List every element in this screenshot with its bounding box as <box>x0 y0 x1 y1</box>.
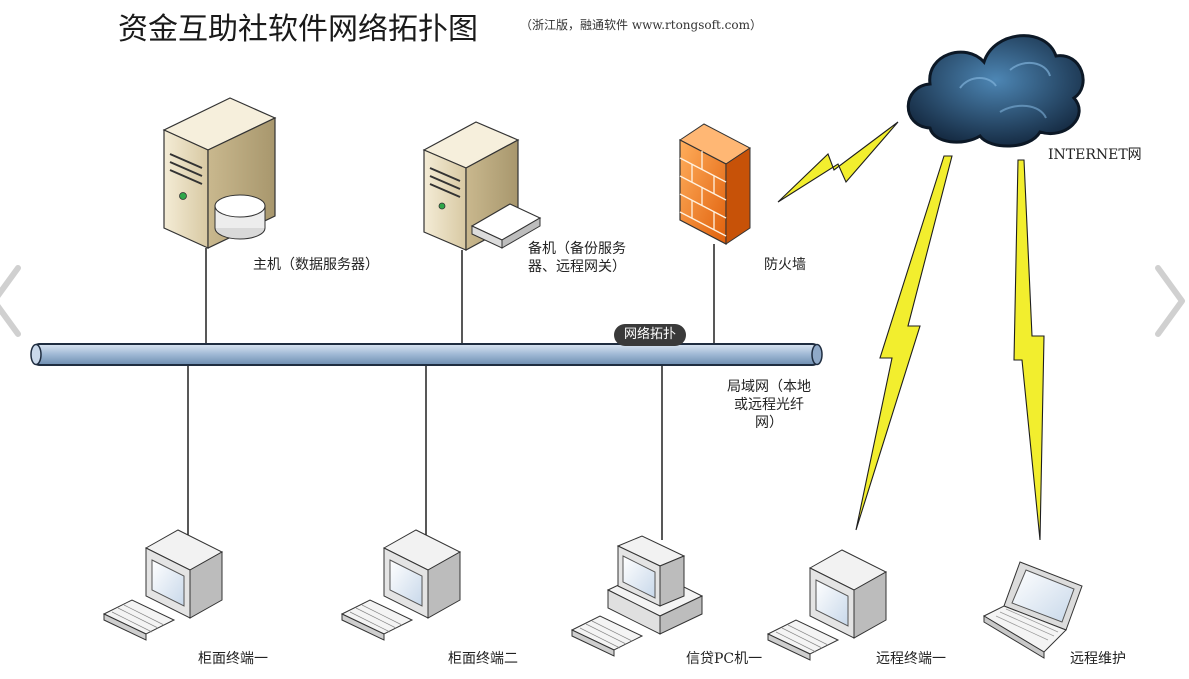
credit-pc-icon <box>570 535 704 657</box>
previous-arrow-icon[interactable] <box>0 262 26 340</box>
backup-server-icon <box>422 121 542 252</box>
remote-terminal-1-label: 远程终端一 <box>876 651 946 667</box>
next-arrow-icon[interactable] <box>1150 262 1188 340</box>
counter-terminal-1-label: 柜面终端一 <box>198 651 268 667</box>
counter-terminal-2-label: 柜面终端二 <box>448 651 518 667</box>
lightning-firewall-internet <box>777 121 899 203</box>
host-server-label: 主机（数据服务器） <box>253 257 379 273</box>
firewall-icon <box>679 123 751 245</box>
laptop-icon <box>982 561 1083 659</box>
diagram-title: 资金互助社软件网络拓扑图 <box>118 12 478 47</box>
lan-connectors <box>187 244 715 540</box>
backup-server-label-line1: 备机（备份服务 <box>528 241 626 257</box>
lightning-internet-remote1 <box>855 155 953 531</box>
host-server-icon <box>162 97 277 249</box>
lan-label-line2: 或远程光纤 <box>734 397 804 413</box>
lan-bus <box>30 343 823 366</box>
lan-label-line3: 网） <box>755 415 783 431</box>
remote-maintenance-label: 远程维护 <box>1070 651 1126 667</box>
remote-terminal-1-icon <box>766 549 888 661</box>
internet-cloud-icon <box>906 34 1085 148</box>
credit-pc-label: 信贷PC机一 <box>686 651 763 667</box>
wireless-links <box>777 121 1045 541</box>
lan-label-line1: 局域网（本地 <box>727 379 811 395</box>
backup-server-label-line2: 器、远程网关） <box>528 259 626 275</box>
diagram-subtitle: （浙江版，融通软件 www.rtongsoft.com） <box>520 18 762 32</box>
firewall-label: 防火墙 <box>764 257 806 273</box>
counter-terminal-2-icon <box>340 529 462 641</box>
internet-label: INTERNET网 <box>1048 147 1142 163</box>
topology-badge: 网络拓扑 <box>614 324 687 346</box>
lightning-internet-remote-maint <box>1013 159 1045 541</box>
counter-terminal-1-icon <box>102 529 224 641</box>
